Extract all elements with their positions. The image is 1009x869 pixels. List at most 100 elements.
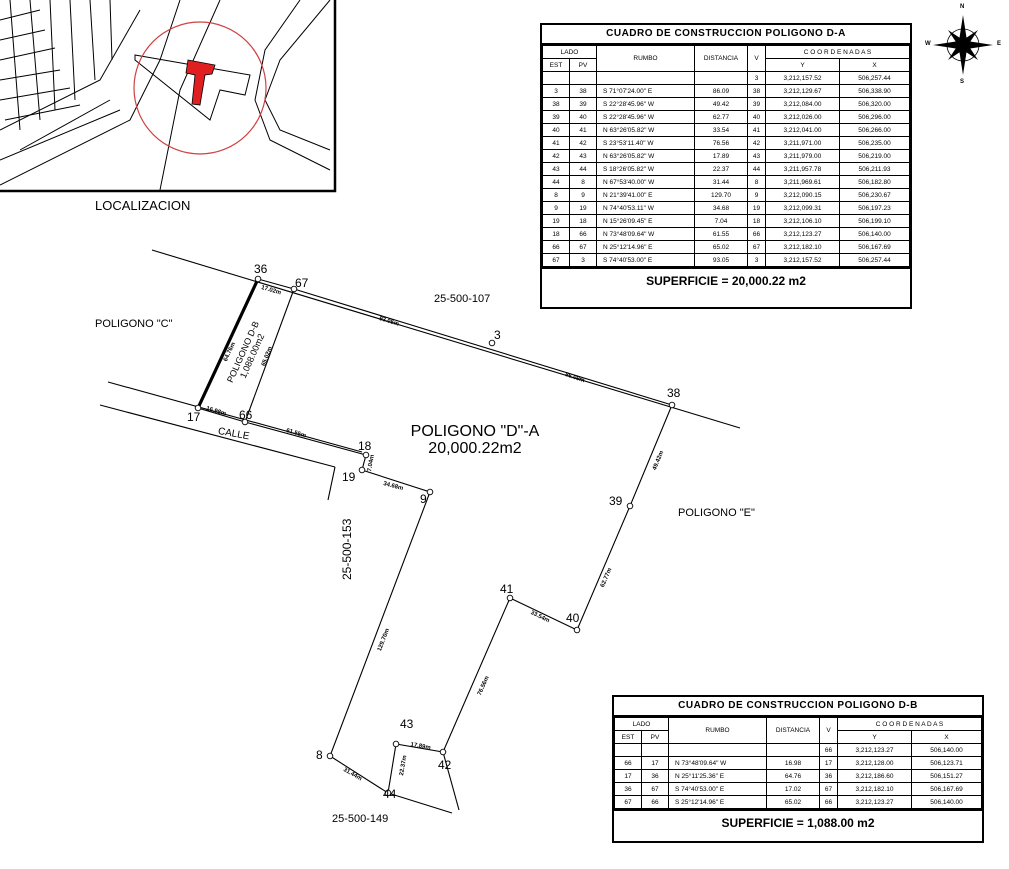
cell-rumbo: S 74°40'53.00" E	[668, 782, 767, 796]
vertex-44-label: 44	[383, 787, 397, 801]
cell-y: 3,211,971.00	[765, 136, 840, 150]
cell-v: 3	[747, 253, 766, 267]
cell-est: 66	[542, 240, 570, 254]
cell-y: 3,211,969.61	[765, 175, 840, 189]
cell-est: 67	[614, 795, 642, 809]
poligono-da-label: POLIGONO "D"-A 20,000.22m2	[390, 423, 560, 457]
cell-pv: 43	[569, 149, 597, 163]
cell-y: 3,212,123.27	[765, 227, 840, 241]
col-est: EST	[542, 58, 570, 72]
col-y: Y	[765, 58, 840, 72]
table-row: 3 3,212,157.52 506,257.44	[542, 71, 910, 85]
cell-pv: 36	[641, 769, 669, 783]
cell-x: 506,257.44	[839, 253, 910, 267]
cell-est: 42	[542, 149, 570, 163]
cell-pv: 67	[641, 782, 669, 796]
vertex-18-label: 18	[358, 439, 372, 453]
vertex-38-label: 38	[667, 386, 681, 400]
cell-distancia: 93.05	[694, 253, 748, 267]
cell-y: 3,212,186.60	[837, 769, 912, 783]
cell-y: 3,211,979.00	[765, 149, 840, 163]
cell-est: 66	[614, 756, 642, 770]
cell-x: 506,235.00	[839, 136, 910, 150]
cell-pv: 17	[641, 756, 669, 770]
cell-est: 9	[542, 201, 570, 215]
location-inset-map	[0, 0, 337, 193]
cell-distancia: 129.70	[694, 188, 748, 202]
vertex-9-label: 9	[420, 492, 427, 506]
cell-rumbo: N 25°12'14.96" E	[596, 240, 695, 254]
cell-y: 3,212,129.67	[765, 84, 840, 98]
superficie-total: SUPERFICIE = 1,088.00 m2	[614, 809, 982, 835]
cell-pv: 66	[641, 795, 669, 809]
col-distancia: DISTANCIA	[694, 45, 748, 72]
cell-est: 36	[614, 782, 642, 796]
cell-x: 506,296.00	[839, 110, 910, 124]
vertex-39-label: 39	[609, 494, 623, 508]
cell-x: 506,211.93	[839, 162, 910, 176]
cell-distancia: 17.89	[694, 149, 748, 163]
cell-y: 3,211,957.78	[765, 162, 840, 176]
cell-x: 506,167.69	[911, 782, 982, 796]
cell-y: 3,212,084.00	[765, 97, 840, 111]
cell-pv: 18	[569, 214, 597, 228]
col-coordenadas: C O O R D E N A D A S	[765, 45, 910, 59]
cell-rumbo: N 63°26'05.82" W	[596, 123, 695, 137]
cell-est: 18	[542, 227, 570, 241]
vertex-markers	[194, 275, 676, 797]
lot-number-top: 25-500-107	[434, 293, 491, 305]
cell-y: 3,212,099.31	[765, 201, 840, 215]
cell-v: 19	[747, 201, 766, 215]
cell-est: 43	[542, 162, 570, 176]
col-x: X	[911, 730, 982, 744]
location-circle	[133, 21, 267, 155]
cell-est: 19	[542, 214, 570, 228]
cell-pv: 66	[569, 227, 597, 241]
vertex-67-label: 67	[295, 276, 309, 290]
col-y: Y	[837, 730, 912, 744]
cell-pv: 42	[569, 136, 597, 150]
cell-x: 506,230.67	[839, 188, 910, 202]
poligono-c-label: POLIGONO "C"	[95, 318, 173, 330]
cell-v: 43	[747, 149, 766, 163]
cell-pv: 41	[569, 123, 597, 137]
cell-v: 44	[747, 162, 766, 176]
cell-rumbo: N 73°48'09.64" W	[668, 756, 767, 770]
cell-rumbo: S 25°12'14.96" E	[668, 795, 767, 809]
cell-pv: 3	[569, 253, 597, 267]
cell-distancia: 61.55	[694, 227, 748, 241]
cell-y: 3,212,123.27	[837, 743, 912, 757]
lot-number-bottom: 25-500-149	[332, 813, 389, 825]
table-title: CUADRO DE CONSTRUCCION POLIGONO D-B	[614, 697, 982, 717]
cell-x: 506,266.00	[839, 123, 910, 137]
vertex-66-label: 66	[239, 408, 253, 422]
compass-rose	[933, 15, 993, 75]
cell-v: 41	[747, 123, 766, 137]
col-v: V	[819, 717, 838, 744]
cell-x: 506,182.80	[839, 175, 910, 189]
cell-pv: 67	[569, 240, 597, 254]
vertex-19-label: 19	[342, 470, 356, 484]
superficie-total: SUPERFICIE = 20,000.22 m2	[542, 267, 910, 293]
vertex-8-label: 8	[316, 748, 323, 762]
cell-distancia: 33.54	[694, 123, 748, 137]
cell-x: 506,140.00	[911, 743, 982, 757]
col-pv: PV	[641, 730, 669, 744]
table-title: CUADRO DE CONSTRUCCION POLIGONO D-A	[542, 25, 910, 45]
cell-x: 506,140.00	[911, 795, 982, 809]
cell-distancia: 16.98	[766, 756, 820, 770]
cell-est: 3	[542, 84, 570, 98]
cell-distancia: 62.77	[694, 110, 748, 124]
col-rumbo: RUMBO	[596, 45, 695, 72]
cell-distancia: 49.42	[694, 97, 748, 111]
cell-est: 38	[542, 97, 570, 111]
compass-south: S	[960, 79, 965, 85]
